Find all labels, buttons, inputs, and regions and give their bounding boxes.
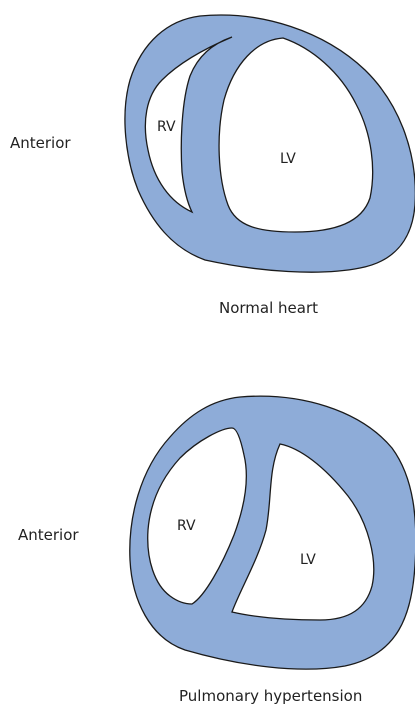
rv-label: RV xyxy=(177,518,196,534)
panel-caption: Normal heart xyxy=(219,299,318,317)
orientation-label: Anterior xyxy=(10,134,71,152)
rv-label: RV xyxy=(157,119,176,135)
panel-pulmonary-hypertension: Anterior RV LV Pulmonary hypertension xyxy=(18,396,415,705)
orientation-label: Anterior xyxy=(18,526,79,544)
lv-label: LV xyxy=(300,552,316,568)
lv-label: LV xyxy=(280,151,296,167)
panel-caption: Pulmonary hypertension xyxy=(179,687,362,705)
panel-normal-heart: Anterior RV LV Normal heart xyxy=(10,15,415,317)
